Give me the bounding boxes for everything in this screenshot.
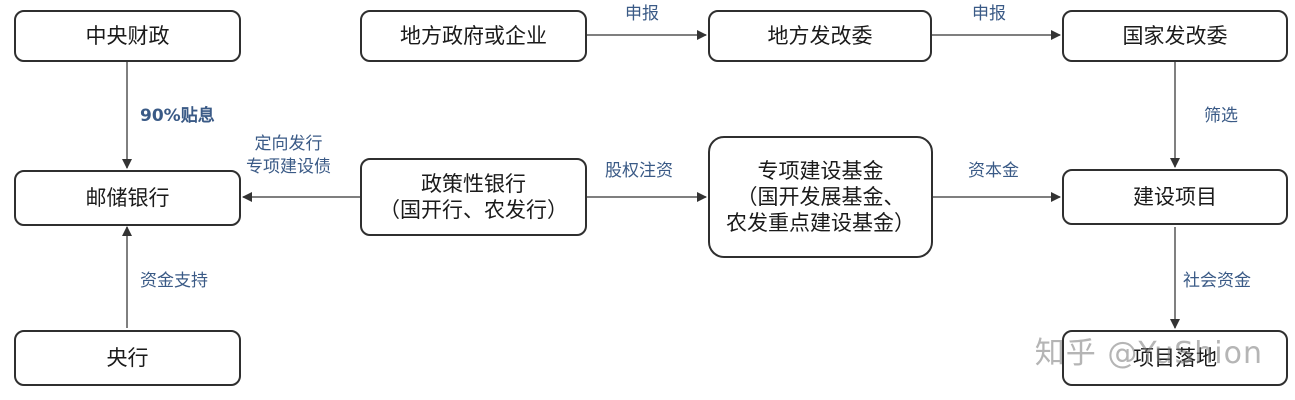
edge-label-targeted-bonds: 定向发行 专项建设债 [246,133,331,179]
node-special-fund: 专项建设基金 （国开发展基金、 农发重点建设基金） [708,136,933,258]
node-special-fund-line-2: （国开发展基金、 [736,184,905,209]
node-central-finance-label: 中央财政 [85,23,170,48]
node-central-finance: 中央财政 [14,10,241,62]
edge-label-declare-1: 申报 [625,4,659,24]
edge-label-equity-injection: 股权注资 [605,161,673,181]
node-policy-bank-line-1: 政策性银行 [421,171,526,196]
edge-label-social-capital: 社会资金 [1183,271,1251,291]
edge-label-targeted-bonds-line-2: 专项建设债 [246,156,331,177]
edge-label-targeted-bonds-line-1: 定向发行 [254,134,323,154]
edge-label-screening: 筛选 [1204,106,1238,126]
node-local-gov-label: 地方政府或企业 [400,23,547,48]
node-special-fund-line-1: 专项建设基金 [757,158,884,183]
node-policy-bank: 政策性银行 （国开行、农发行） [360,158,587,236]
node-project-landing: 项目落地 [1062,330,1288,386]
zhihu-watermark: 知乎 @YuShion [1034,336,1263,371]
node-special-fund-line-3: 农发重点建设基金） [726,211,915,236]
node-postal-bank: 邮储银行 [14,170,241,226]
node-local-ndrc: 地方发改委 [708,10,932,62]
node-national-ndrc: 国家发改委 [1062,10,1288,62]
node-central-bank-label: 央行 [106,345,149,370]
edge-label-subsidy: 90%贴息 [140,106,215,126]
node-local-gov: 地方政府或企业 [360,10,587,62]
edge-label-capital-support: 资金支持 [140,271,208,291]
node-central-bank: 央行 [14,330,241,386]
node-construction-project-label: 建设项目 [1133,184,1217,209]
node-postal-bank-label: 邮储银行 [85,185,170,210]
node-local-ndrc-label: 地方发改委 [767,23,873,48]
node-national-ndrc-label: 国家发改委 [1122,23,1228,48]
node-project-landing-label: 项目落地 [1133,345,1217,370]
edge-label-capital: 资本金 [968,161,1019,181]
edge-label-declare-2: 申报 [972,4,1006,24]
node-construction-project: 建设项目 [1062,169,1288,225]
node-policy-bank-line-2: （国开行、农发行） [379,198,568,222]
